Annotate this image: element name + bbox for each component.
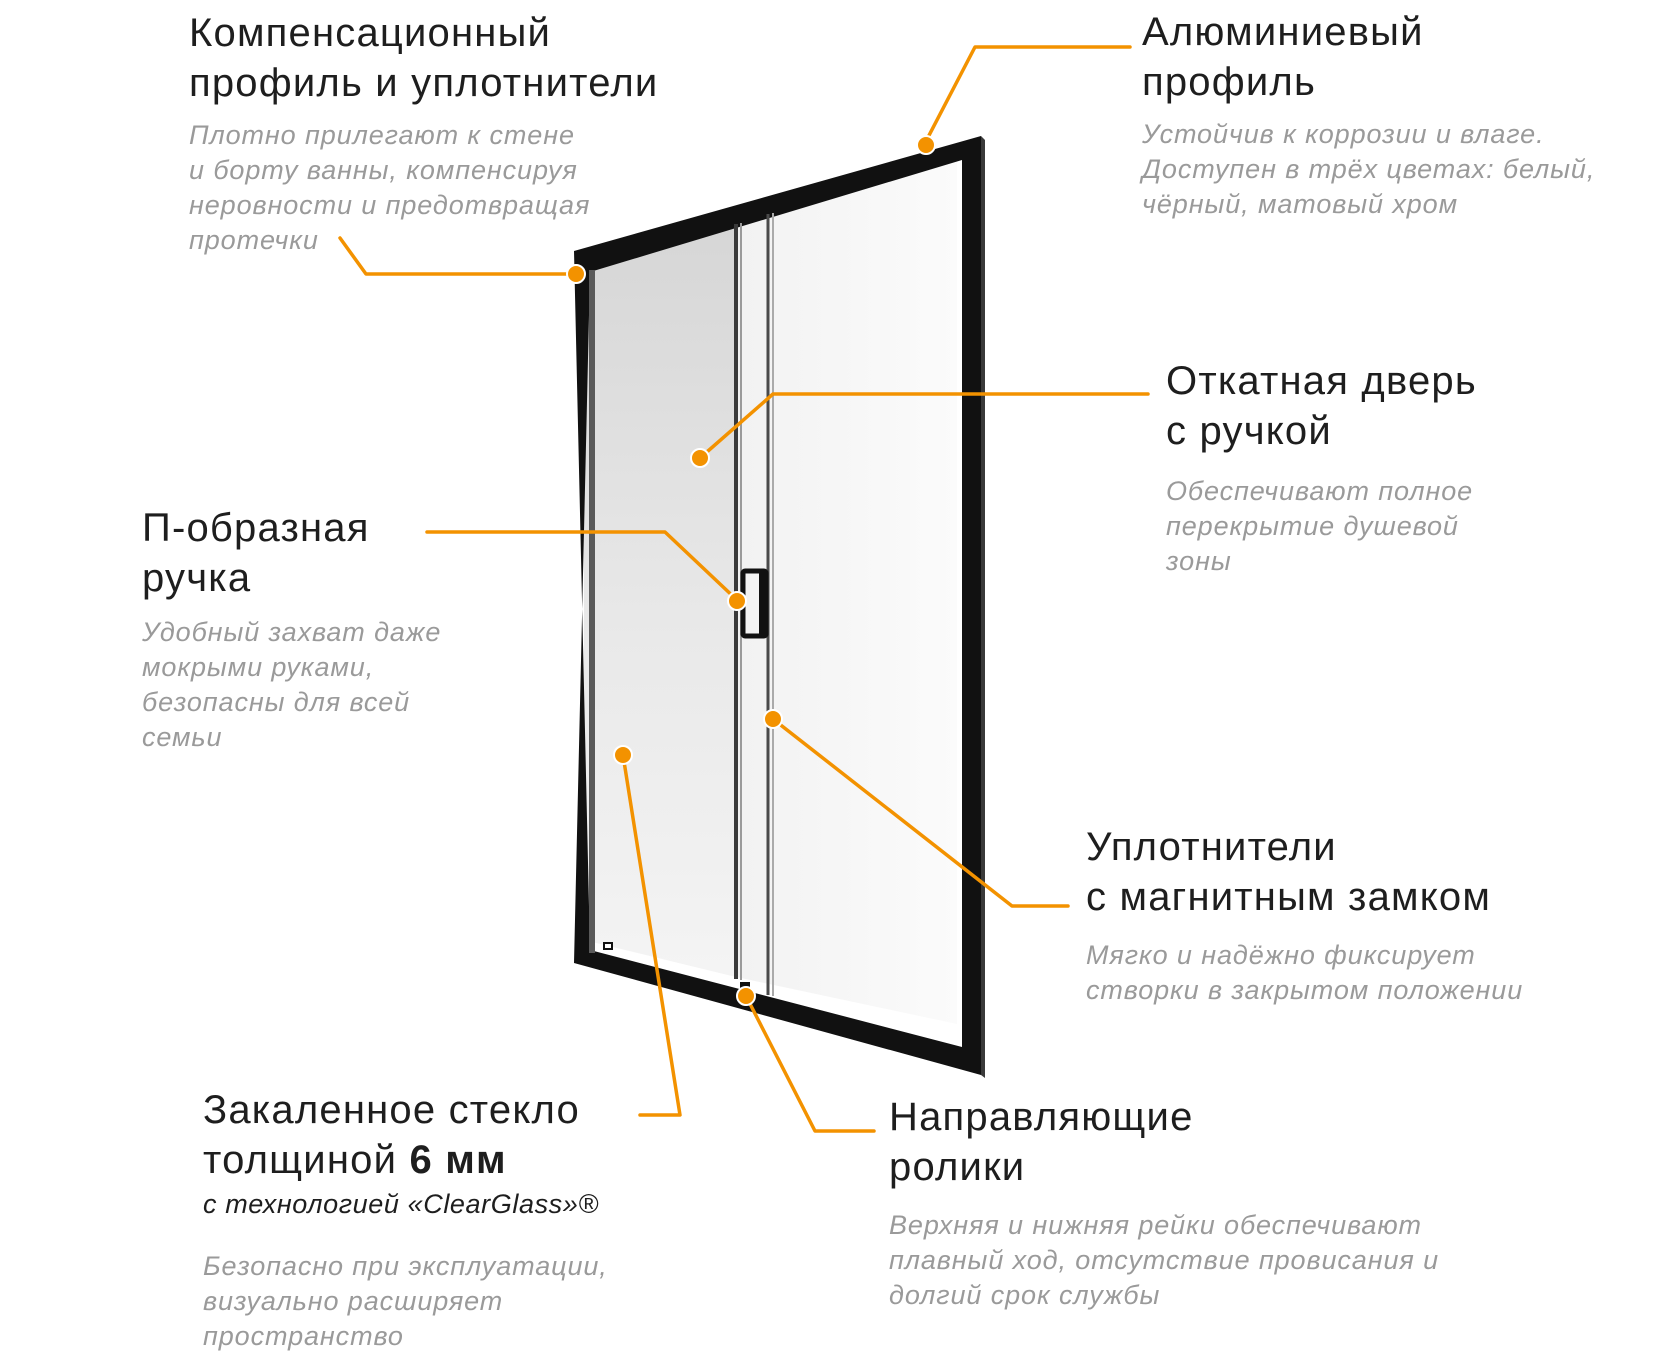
callout-aluminium-profile: Алюминиевый профиль Устойчив к коррозии … (1142, 7, 1595, 222)
bottom-roller (740, 982, 750, 990)
callout-guide-rollers: Направляющие ролики Верхняя и нижняя рей… (889, 1092, 1439, 1313)
callout-title: П-образная ручка (142, 503, 441, 603)
desc-line: перекрытие душевой (1166, 511, 1459, 541)
title-line: ролики (889, 1145, 1026, 1189)
title-line: профиль (1142, 60, 1316, 104)
desc-line: Безопасно при эксплуатации, (203, 1251, 608, 1281)
desc-line: чёрный, матовый хром (1142, 189, 1459, 219)
dot-aluminium (916, 135, 936, 155)
inner-left-profile (589, 270, 595, 953)
desc-line: Устойчив к коррозии и влаге. (1142, 119, 1545, 149)
fixed-glass-panel (584, 224, 736, 977)
callout-title: Компенсационный профиль и уплотнители (189, 8, 658, 108)
callout-dots (566, 135, 936, 1006)
dot-seals (763, 709, 783, 729)
dot-rollers (736, 986, 756, 1006)
desc-line: визуально расширяет (203, 1286, 504, 1316)
shower-door-illustration (574, 136, 985, 1078)
callout-description: Безопасно при эксплуатации, визуально ра… (203, 1249, 608, 1354)
glass-thickness: 6 мм (409, 1138, 507, 1182)
title-line: профиль и уплотнители (189, 61, 659, 105)
title-line: с магнитным замком (1086, 875, 1492, 919)
desc-line: безопасны для всей (142, 687, 411, 717)
callout-leaders (338, 45, 1150, 1133)
callout-title: Откатная дверь с ручкой (1166, 356, 1477, 456)
desc-line: Мягко и надёжно фиксирует (1086, 940, 1476, 970)
title-line: с ручкой (1166, 409, 1332, 453)
title-line: Алюминиевый (1142, 10, 1424, 54)
callout-description: Обеспечивают полное перекрытие душевой з… (1166, 474, 1477, 579)
title-line: П-образная (142, 506, 370, 550)
callout-title: Закаленное стекло толщиной 6 мм (203, 1085, 608, 1185)
callout-description: Плотно прилегают к стене и борту ванны, … (189, 118, 658, 258)
callout-description: Мягко и надёжно фиксирует створки в закр… (1086, 938, 1523, 1008)
leader-seals (771, 717, 1070, 908)
title-line: Уплотнители (1086, 825, 1337, 869)
callout-u-handle: П-образная ручка Удобный захват даже мок… (142, 503, 441, 755)
desc-line: плавный ход, отсутствие провисания и (889, 1245, 1440, 1275)
dot-sliding-door (690, 448, 710, 468)
desc-line: неровности и предотвращая (189, 190, 591, 220)
callout-title: Направляющие ролики (889, 1092, 1439, 1192)
callout-tempered-glass: Закаленное стекло толщиной 6 мм с технол… (203, 1085, 608, 1354)
dot-compensation (566, 264, 586, 284)
title-prefix: толщиной (203, 1138, 410, 1182)
title-line: Откатная дверь (1166, 359, 1477, 403)
desc-line: пространство (203, 1321, 404, 1351)
callout-description: Устойчив к коррозии и влаге. Доступен в … (1142, 117, 1595, 222)
leader-aluminium (922, 45, 1132, 147)
callout-title: Алюминиевый профиль (1142, 7, 1595, 107)
desc-line: Доступен в трёх цветах: белый, (1142, 154, 1596, 184)
callout-compensation-profile: Компенсационный профиль и уплотнители Пл… (189, 8, 658, 258)
desc-line: мокрыми руками, (142, 652, 375, 682)
desc-line: протечки (189, 225, 319, 255)
desc-line: створки в закрытом положении (1086, 975, 1524, 1005)
title-line: толщиной 6 мм (203, 1135, 608, 1185)
roller-stopper (603, 942, 613, 950)
callout-sliding-door: Откатная дверь с ручкой Обеспечивают пол… (1166, 356, 1477, 579)
desc-line: долгий срок службы (889, 1280, 1161, 1310)
title-line: Компенсационный (189, 11, 552, 55)
leader-sliding-door (698, 392, 1150, 460)
leader-rollers (744, 994, 876, 1133)
desc-line: и борту ванны, компенсируя (189, 155, 578, 185)
desc-line: Обеспечивают полное (1166, 476, 1474, 506)
leader-compensation (338, 236, 578, 276)
dot-handle (727, 591, 747, 611)
desc-line: Верхняя и нижняя рейки обеспечивают (889, 1210, 1422, 1240)
frame-shadow-edge (981, 136, 985, 1078)
callout-title: Уплотнители с магнитным замком (1086, 822, 1523, 922)
leader-handle (425, 530, 740, 603)
desc-line: Плотно прилегают к стене (189, 120, 575, 150)
title-line: Направляющие (889, 1095, 1194, 1139)
callout-description: Верхняя и нижняя рейки обеспечивают плав… (889, 1208, 1439, 1313)
desc-line: семьи (142, 722, 223, 752)
leader-glass (621, 753, 682, 1117)
callout-magnetic-seals: Уплотнители с магнитным замком Мягко и н… (1086, 822, 1523, 1008)
desc-line: зоны (1166, 546, 1232, 576)
callout-description: Удобный захват даже мокрыми руками, безо… (142, 615, 441, 755)
dot-glass (613, 745, 633, 765)
desc-line: Удобный захват даже (142, 617, 442, 647)
sliding-glass-panel (736, 159, 957, 1024)
title-line: Закаленное стекло (203, 1088, 580, 1132)
title-line: ручка (142, 556, 252, 600)
callout-subtitle: с технологией «ClearGlass»® (203, 1189, 599, 1219)
